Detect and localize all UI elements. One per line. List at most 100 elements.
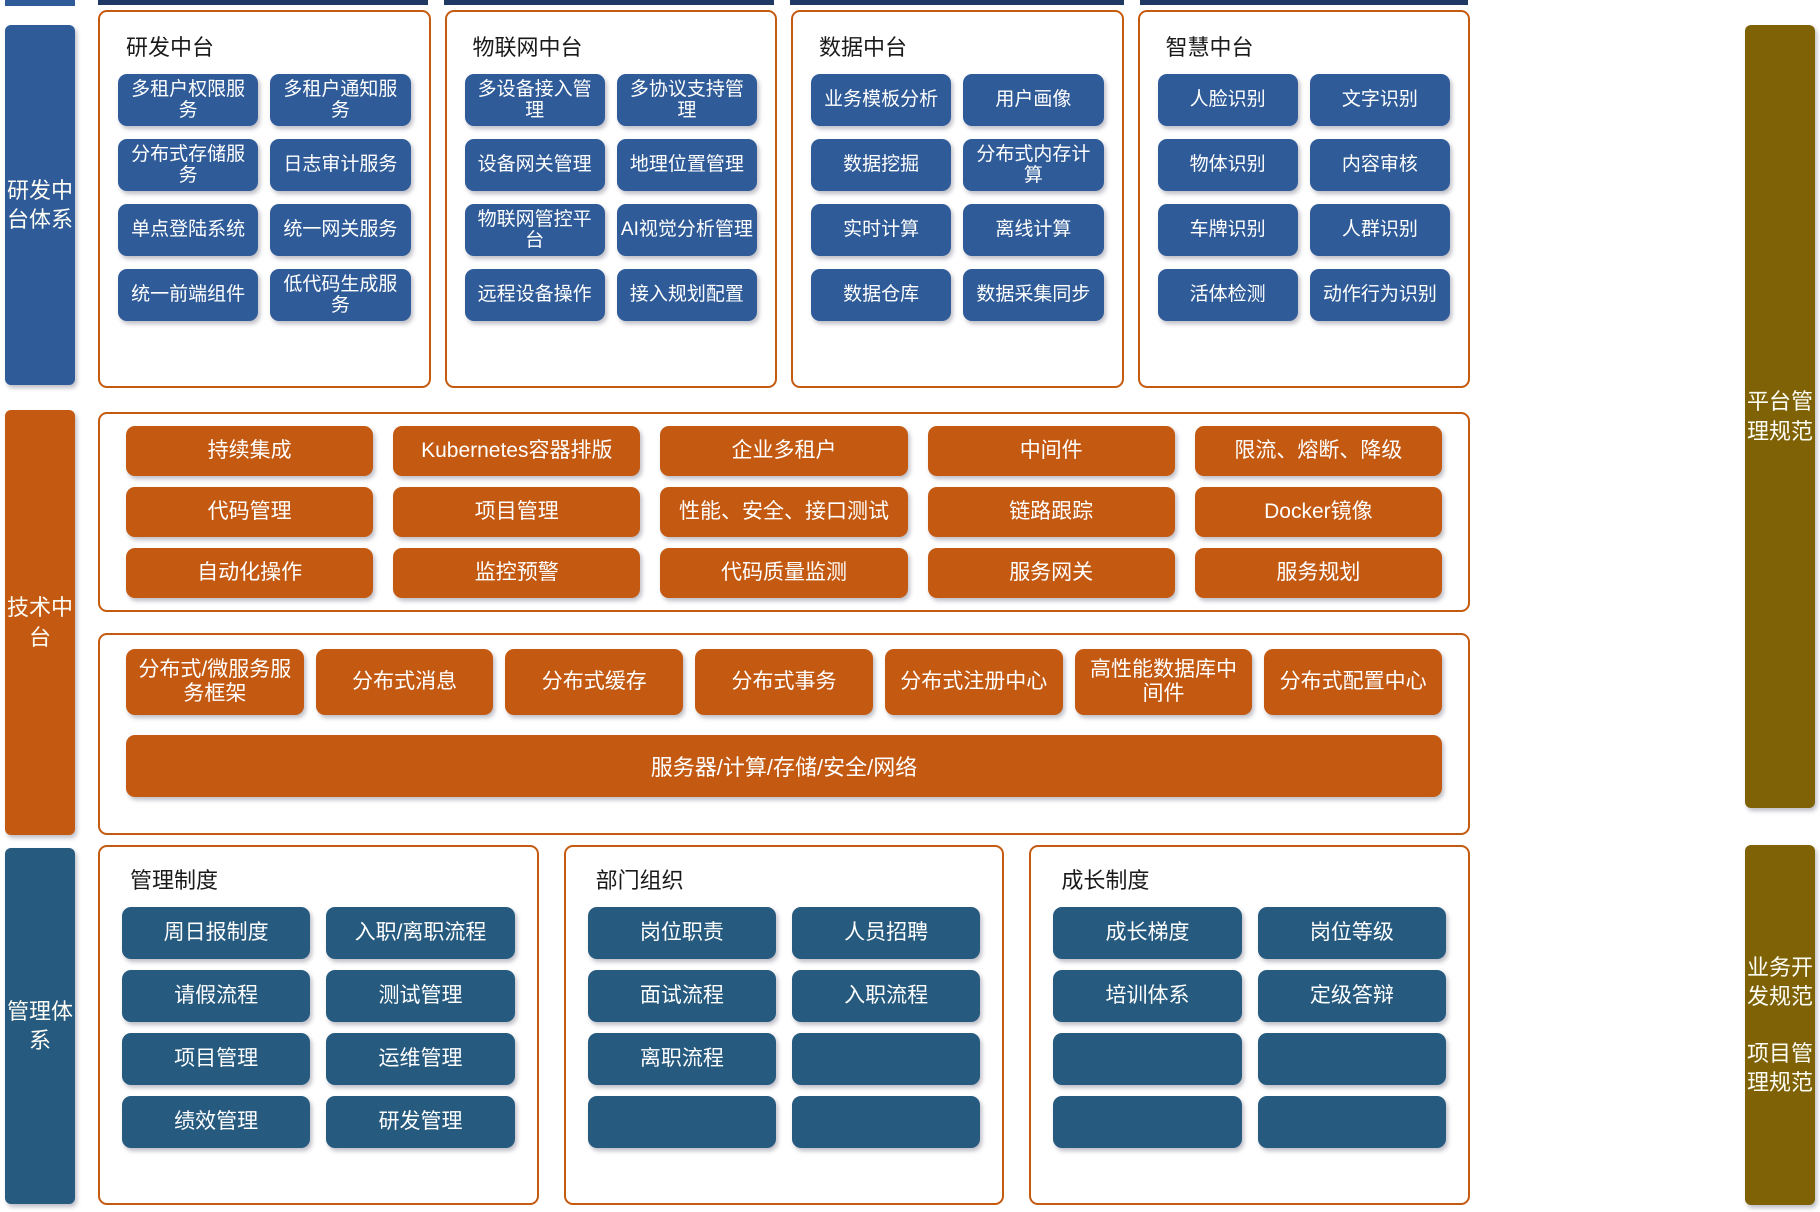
block: 岗位等级 [1257, 907, 1447, 959]
block: 分布式消息 [315, 649, 494, 715]
infrastructure-bar: 服务器/计算/存储/安全/网络 [126, 735, 1442, 797]
decor-strip [790, 0, 1124, 5]
block: 离职流程 [587, 1033, 776, 1085]
block: 自动化操作 [126, 548, 374, 598]
rail-label: 业务开发规范 [1746, 954, 1813, 1009]
group-department-organization: 部门组织 岗位职责 人员招聘 面试流程 入职流程 离职流程 [563, 845, 1005, 1205]
block: 数据挖掘 [811, 139, 952, 191]
rail-label: 项目管理规范 [1746, 1041, 1813, 1096]
group-title: 成长制度 [1061, 868, 1150, 893]
block: 测试管理 [326, 970, 515, 1022]
group-grid: 多租户权限服务 多租户通知服务 分布式存储服务 日志审计服务 单点登陆系统 统一… [118, 74, 411, 321]
block: 研发管理 [326, 1096, 515, 1148]
block: 用户画像 [963, 74, 1104, 126]
block: 定级答辩 [1257, 970, 1447, 1022]
decor-strip [98, 0, 428, 5]
block: 物联网管控平台 [464, 204, 605, 256]
block: 持续集成 [126, 426, 374, 476]
block: 地理位置管理 [616, 139, 757, 191]
decor-strip [444, 0, 774, 5]
block: 企业多租户 [660, 426, 908, 476]
block-empty [1257, 1033, 1447, 1085]
block: Kubernetes容器排版 [393, 426, 641, 476]
block: 业务模板分析 [811, 74, 952, 126]
bottom-groups: 管理制度 周日报制度 入职/离职流程 请假流程 测试管理 项目管理 运维管理 绩… [98, 845, 1471, 1205]
block: 周日报制度 [122, 907, 311, 959]
block: 面试流程 [587, 970, 776, 1022]
group-grid: 多设备接入管理 多协议支持管理 设备网关管理 地理位置管理 物联网管控平台 AI… [464, 74, 757, 321]
block: AI视觉分析管理 [616, 204, 757, 256]
block: 分布式/微服务服务框架 [126, 649, 304, 715]
block: 代码管理 [126, 487, 374, 537]
group-rd-middle-platform: 研发中台 多租户权限服务 多租户通知服务 分布式存储服务 日志审计服务 单点登陆… [98, 10, 431, 388]
block: 入职流程 [792, 970, 981, 1022]
block: 培训体系 [1053, 970, 1242, 1022]
group-title: 物联网中台 [472, 35, 583, 60]
block: 远程设备操作 [464, 269, 605, 321]
block: 实时计算 [811, 204, 952, 256]
rail-label: 平台管理规范 [1746, 389, 1813, 444]
tech-platform-tools-box: 持续集成 Kubernetes容器排版 企业多租户 中间件 限流、熔断、降级 代… [98, 412, 1470, 612]
block: 低代码生成服务 [270, 269, 411, 321]
block: 监控预警 [393, 548, 641, 598]
block-empty [1053, 1033, 1242, 1085]
rail-label: 管理体系 [6, 998, 73, 1053]
block: 多租户权限服务 [118, 74, 259, 126]
group-title: 管理制度 [130, 868, 219, 893]
group-grid: 人脸识别 文字识别 物体识别 内容审核 车牌识别 人群识别 活体检测 动作行为识… [1157, 74, 1450, 321]
tech-platform-infra-box: 分布式/微服务服务框架 分布式消息 分布式缓存 分布式事务 分布式注册中心 高性… [98, 633, 1470, 835]
top-groups: 研发中台 多租户权限服务 多租户通知服务 分布式存储服务 日志审计服务 单点登陆… [98, 10, 1470, 388]
block: 分布式事务 [695, 649, 873, 715]
block: 分布式内存计算 [963, 139, 1104, 191]
block: 设备网关管理 [464, 139, 605, 191]
block: 请假流程 [122, 970, 311, 1022]
block: 接入规划配置 [616, 269, 757, 321]
decor-strip [5, 0, 75, 6]
group-title: 部门组织 [595, 868, 684, 893]
group-ai-middle-platform: 智慧中台 人脸识别 文字识别 物体识别 内容审核 车牌识别 人群识别 活体检测 … [1137, 10, 1470, 388]
block: 车牌识别 [1157, 204, 1298, 256]
group-title: 数据中台 [819, 35, 908, 60]
block: 限流、熔断、降级 [1194, 426, 1442, 476]
block: 分布式缓存 [505, 649, 684, 715]
block: 运维管理 [326, 1033, 515, 1085]
block: 分布式配置中心 [1264, 649, 1443, 715]
group-data-middle-platform: 数据中台 业务模板分析 用户画像 数据挖掘 分布式内存计算 实时计算 离线计算 … [791, 10, 1124, 388]
block: 项目管理 [393, 487, 641, 537]
block: 文字识别 [1309, 74, 1450, 126]
block: 多协议支持管理 [616, 74, 757, 126]
block: 人脸识别 [1157, 74, 1298, 126]
block: 多租户通知服务 [270, 74, 411, 126]
block: 统一前端组件 [118, 269, 259, 321]
block: 代码质量监测 [660, 548, 908, 598]
group-title: 智慧中台 [1165, 35, 1254, 60]
block: 服务规划 [1194, 548, 1442, 598]
block: Docker镜像 [1194, 487, 1442, 537]
block: 多设备接入管理 [464, 74, 605, 126]
block: 中间件 [927, 426, 1175, 476]
block: 入职/离职流程 [326, 907, 515, 959]
block: 项目管理 [122, 1033, 311, 1085]
group-growth-rules: 成长制度 成长梯度 岗位等级 培训体系 定级答辩 [1029, 845, 1471, 1205]
group-iot-middle-platform: 物联网中台 多设备接入管理 多协议支持管理 设备网关管理 地理位置管理 物联网管… [444, 10, 777, 388]
decor-strip [1140, 0, 1468, 5]
rail-business-dev-and-project-spec: 业务开发规范 项目管理规范 [1745, 845, 1815, 1205]
block-empty [1257, 1096, 1447, 1148]
block: 人员招聘 [792, 907, 981, 959]
block: 链路跟踪 [927, 487, 1175, 537]
group-management-rules: 管理制度 周日报制度 入职/离职流程 请假流程 测试管理 项目管理 运维管理 绩… [98, 845, 539, 1205]
rail-technology-middle-platform: 技术中台 [5, 410, 75, 835]
block-empty [587, 1096, 776, 1148]
block: 内容审核 [1309, 139, 1450, 191]
block: 岗位职责 [587, 907, 776, 959]
block: 日志审计服务 [270, 139, 411, 191]
distributed-components-row: 分布式/微服务服务框架 分布式消息 分布式缓存 分布式事务 分布式注册中心 高性… [126, 649, 1443, 715]
block: 离线计算 [963, 204, 1104, 256]
block: 分布式存储服务 [118, 139, 259, 191]
group-title: 研发中台 [126, 35, 215, 60]
block: 单点登陆系统 [118, 204, 259, 256]
block: 成长梯度 [1053, 907, 1242, 959]
block: 动作行为识别 [1309, 269, 1450, 321]
rail-management-system: 管理体系 [5, 848, 75, 1204]
